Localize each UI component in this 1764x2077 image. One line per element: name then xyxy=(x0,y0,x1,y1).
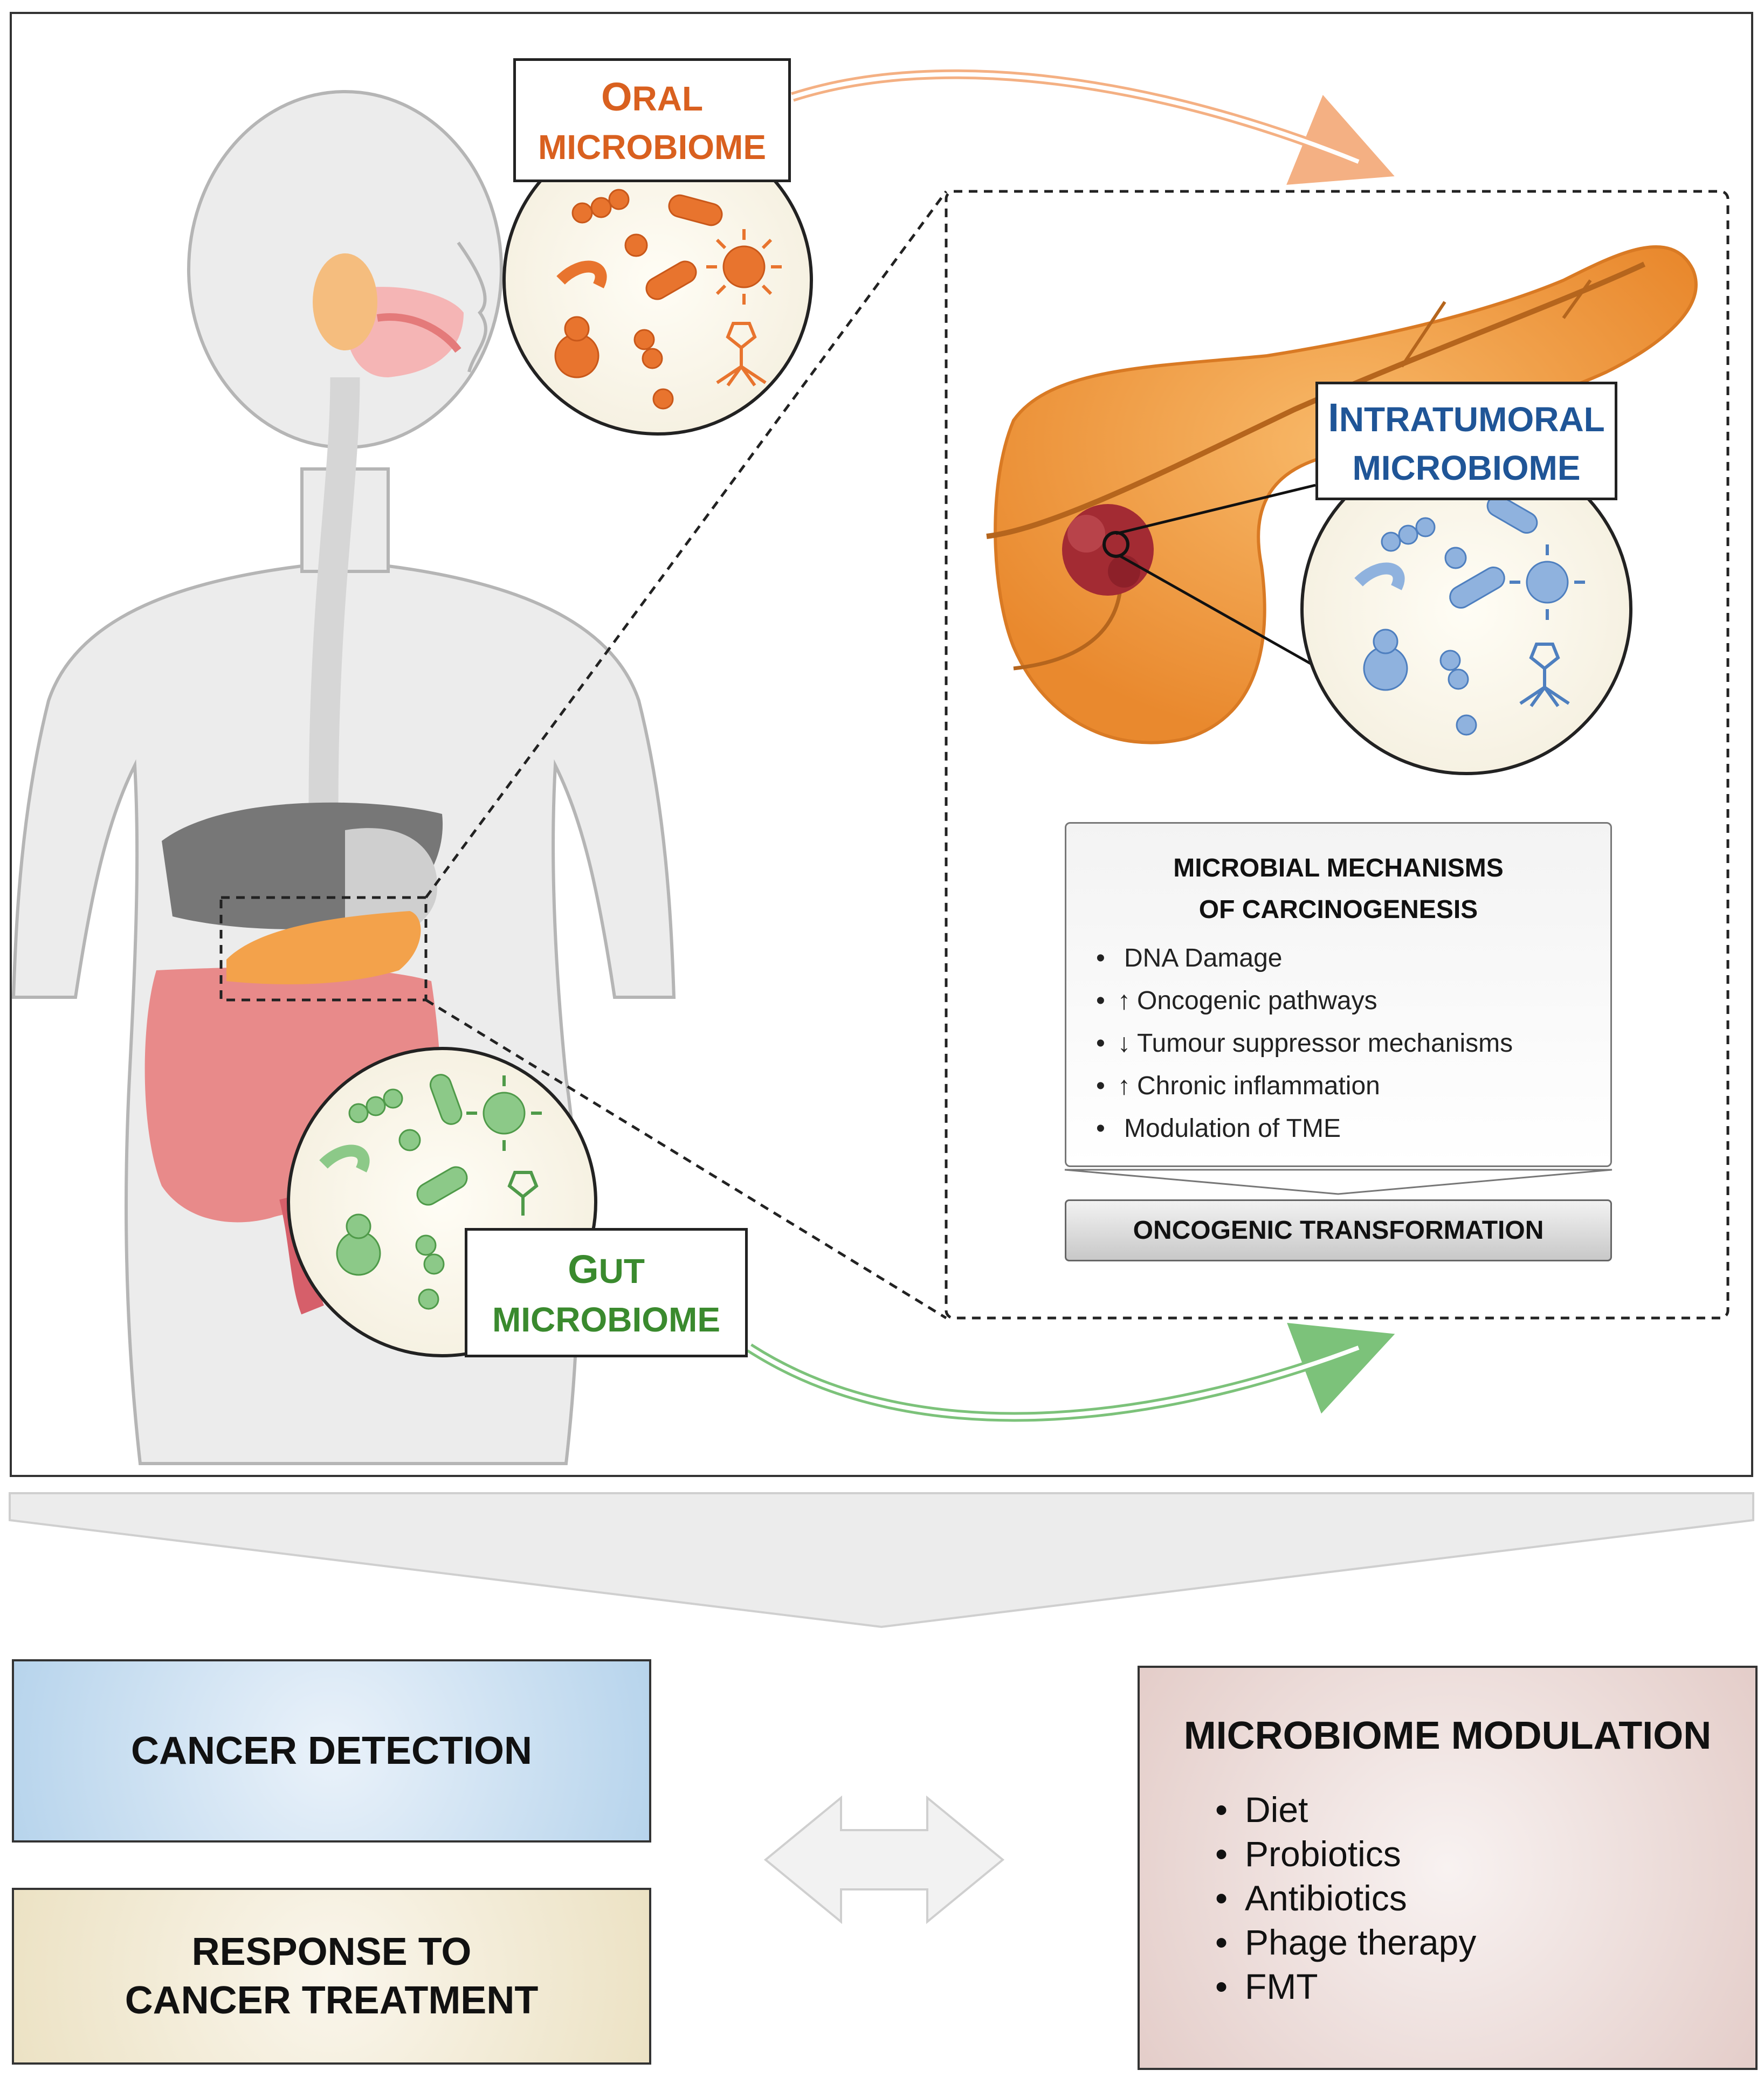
list-item: •↑Chronic inflammation xyxy=(1096,1072,1380,1100)
tumour xyxy=(1062,484,1349,686)
modulation-title: MICROBIOME MODULATION xyxy=(1183,1714,1712,1757)
modulation-item: Phage therapy xyxy=(1245,1922,1477,1962)
oral-label-initial: O xyxy=(601,74,632,119)
mechanism-arrow: ↓ xyxy=(1118,1029,1131,1058)
modulation-item: Antibiotics xyxy=(1245,1878,1407,1918)
mechanism-text: Chronic inflammation xyxy=(1137,1072,1380,1100)
mechanism-text: DNA Damage xyxy=(1124,944,1283,972)
intra-label-rest: NTRATUMORAL xyxy=(1339,399,1605,439)
modulation-item: FMT xyxy=(1245,1966,1318,2006)
pancreas-highlight-box xyxy=(219,896,428,1002)
list-item: •Phage therapy xyxy=(1215,1922,1477,1962)
mechanisms-title-line2: OF CARCINOGENESIS xyxy=(1198,895,1478,924)
gut-microbiome-label: GUT MICROBIOME xyxy=(465,1228,748,1357)
mechanism-text: Tumour suppressor mechanisms xyxy=(1137,1029,1513,1058)
mechanisms-title-line1: MICROBIAL MECHANISMS xyxy=(1173,854,1504,882)
oral-arrow xyxy=(791,69,1395,185)
oral-cavity xyxy=(313,253,464,377)
list-item: •Probiotics xyxy=(1215,1834,1401,1874)
list-item: •DNA Damage xyxy=(1096,944,1283,972)
cancer-detection-box: CANCER DETECTION xyxy=(12,1659,651,1843)
response-line1: RESPONSE TO xyxy=(191,1930,472,1974)
cancer-detection-label: CANCER DETECTION xyxy=(130,1729,532,1772)
gut-label-rest: UT xyxy=(598,1251,645,1291)
oral-label-line2: MICROBIOME xyxy=(538,127,767,167)
gut-arrow-inner xyxy=(748,1345,1360,1419)
list-item: •↑Oncogenic pathways xyxy=(1096,986,1377,1015)
zoom-line-bottom xyxy=(425,998,947,1320)
microbiome-modulation-box: MICROBIOME MODULATION •Diet •Probiotics … xyxy=(1138,1666,1758,2070)
oncogenic-transformation-box: ONCOGENIC TRANSFORMATION xyxy=(1065,1199,1612,1261)
intratumoral-microbe-circle xyxy=(1300,443,1632,775)
gut-label-line2: MICROBIOME xyxy=(492,1300,721,1339)
modulation-list: •Diet •Probiotics •Antibiotics •Phage th… xyxy=(1215,1788,1476,2009)
funnel-chevron xyxy=(9,1492,1754,1629)
mechanisms-title: MICROBIAL MECHANISMS OF CARCINOGENESIS xyxy=(1066,848,1610,931)
esophagus xyxy=(308,377,360,841)
zoom-line-top xyxy=(424,190,948,899)
mechanisms-box: MICROBIAL MECHANISMS OF CARCINOGENESIS •… xyxy=(1065,822,1612,1167)
response-to-treatment-box: RESPONSE TO CANCER TREATMENT xyxy=(12,1888,651,2065)
pancreas-small xyxy=(226,911,421,984)
oral-microbe-circle xyxy=(502,125,813,436)
list-item: •↓Tumour suppressor mechanisms xyxy=(1096,1029,1513,1058)
mechanism-text: Modulation of TME xyxy=(1124,1114,1341,1143)
intra-label-line2: MICROBIOME xyxy=(1352,448,1581,487)
oral-microbiome-label: ORAL MICROBIOME xyxy=(513,58,791,182)
mechanism-text: Oncogenic pathways xyxy=(1137,986,1377,1015)
list-item: •Diet xyxy=(1215,1790,1308,1830)
oral-label-rest: RAL xyxy=(632,79,704,118)
double-arrow xyxy=(763,1795,1005,1924)
mechanism-arrow: ↑ xyxy=(1118,1072,1131,1100)
pancreas-inset-box xyxy=(945,190,1729,1320)
intratumoral-microbiome-label: INTRATUMORAL MICROBIOME xyxy=(1315,382,1617,500)
modulation-item: Diet xyxy=(1245,1790,1308,1830)
mechanisms-list: •DNA Damage •↑Oncogenic pathways •↓Tumou… xyxy=(1096,937,1513,1150)
response-line2: CANCER TREATMENT xyxy=(125,1979,539,2022)
list-item: •FMT xyxy=(1215,1966,1318,2006)
mech-chevron xyxy=(1064,1169,1613,1195)
modulation-item: Probiotics xyxy=(1245,1834,1401,1874)
gut-label-initial: G xyxy=(568,1246,599,1292)
intra-label-initial: I xyxy=(1328,395,1339,440)
list-item: •Modulation of TME xyxy=(1096,1114,1341,1143)
oral-arrow-inner xyxy=(791,72,1360,164)
gut-arrow xyxy=(747,1323,1395,1422)
mechanism-arrow: ↑ xyxy=(1118,986,1131,1015)
list-item: •Antibiotics xyxy=(1215,1878,1407,1918)
